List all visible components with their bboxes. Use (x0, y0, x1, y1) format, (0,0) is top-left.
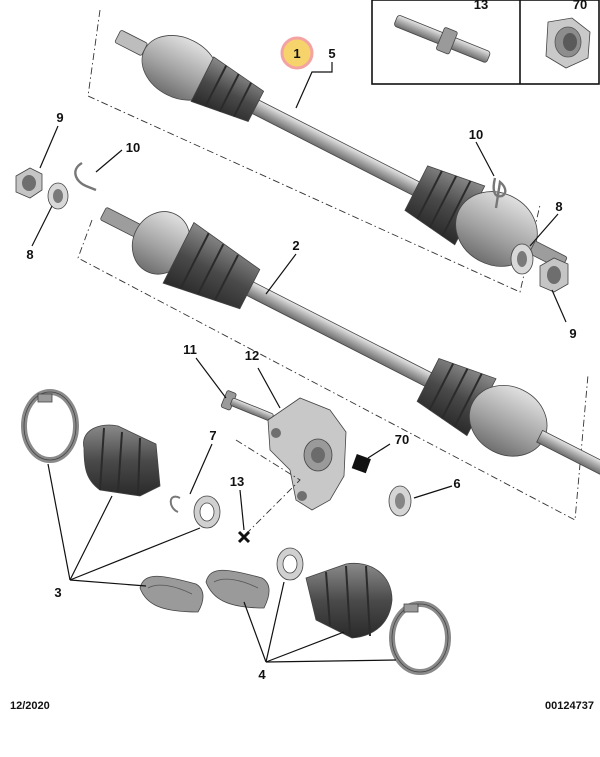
nut-70-marker[interactable] (351, 454, 371, 474)
left-circlip-7[interactable] (169, 495, 181, 513)
right-nut-9[interactable] (539, 257, 569, 293)
right-split-pin-10[interactable] (492, 177, 507, 209)
left-split-pin-10[interactable] (74, 161, 97, 192)
callout-2: 2 (292, 238, 299, 253)
nut-13-marker[interactable] (237, 530, 251, 544)
seal-washer-6[interactable] (388, 485, 412, 517)
right-boot-clamp-large[interactable] (389, 601, 451, 675)
bolt-11[interactable] (220, 390, 276, 426)
callout-10-left: 10 (126, 140, 140, 155)
highlighted-callout-1[interactable]: 1 (280, 36, 314, 70)
callout-10-right: 10 (469, 127, 483, 142)
left-boot-gaiter[interactable] (83, 424, 161, 497)
callout-70: 70 (395, 432, 409, 447)
left-washer-8[interactable] (47, 182, 69, 210)
callout-9-left: 9 (56, 110, 63, 125)
callout-13-inset: 13 (474, 0, 488, 12)
left-grease-sachet[interactable] (139, 575, 204, 613)
leader-lines (31, 62, 567, 663)
callout-12: 12 (245, 348, 259, 363)
left-nut-9[interactable] (15, 167, 43, 199)
right-boot-gaiter[interactable] (305, 562, 393, 639)
lower-drive-shaft[interactable] (87, 184, 600, 544)
callout-8-left: 8 (26, 247, 33, 262)
bearing-bracket-12[interactable] (267, 397, 347, 511)
callout-1: 1 (293, 46, 300, 61)
left-boot-clamp-small[interactable] (193, 495, 221, 529)
right-boot-clamp-small[interactable] (276, 547, 304, 581)
callout-3: 3 (54, 585, 61, 600)
callout-6: 6 (453, 476, 460, 491)
callout-70-inset: 70 (573, 0, 587, 12)
right-grease-sachet[interactable] (205, 569, 270, 609)
callout-5: 5 (328, 46, 335, 61)
callout-13: 13 (230, 474, 244, 489)
bolt-13-part (394, 15, 491, 63)
callout-8-right: 8 (555, 199, 562, 214)
footer-reference: 00124737 (545, 700, 594, 712)
lower-shaft-dashed-frame (77, 219, 589, 521)
nut-70-part (545, 17, 591, 69)
left-boot-clamp-large[interactable] (21, 389, 79, 463)
callout-7: 7 (209, 428, 216, 443)
upper-drive-shaft[interactable] (101, 4, 580, 296)
callout-11: 11 (183, 342, 197, 357)
bracket-dashed-guide (235, 439, 301, 537)
callout-4: 4 (258, 667, 266, 682)
inset-hardware-box (371, 0, 600, 85)
right-washer-8[interactable] (510, 243, 534, 275)
footer-date: 12/2020 (10, 700, 50, 712)
callout-9-right: 9 (569, 326, 576, 341)
